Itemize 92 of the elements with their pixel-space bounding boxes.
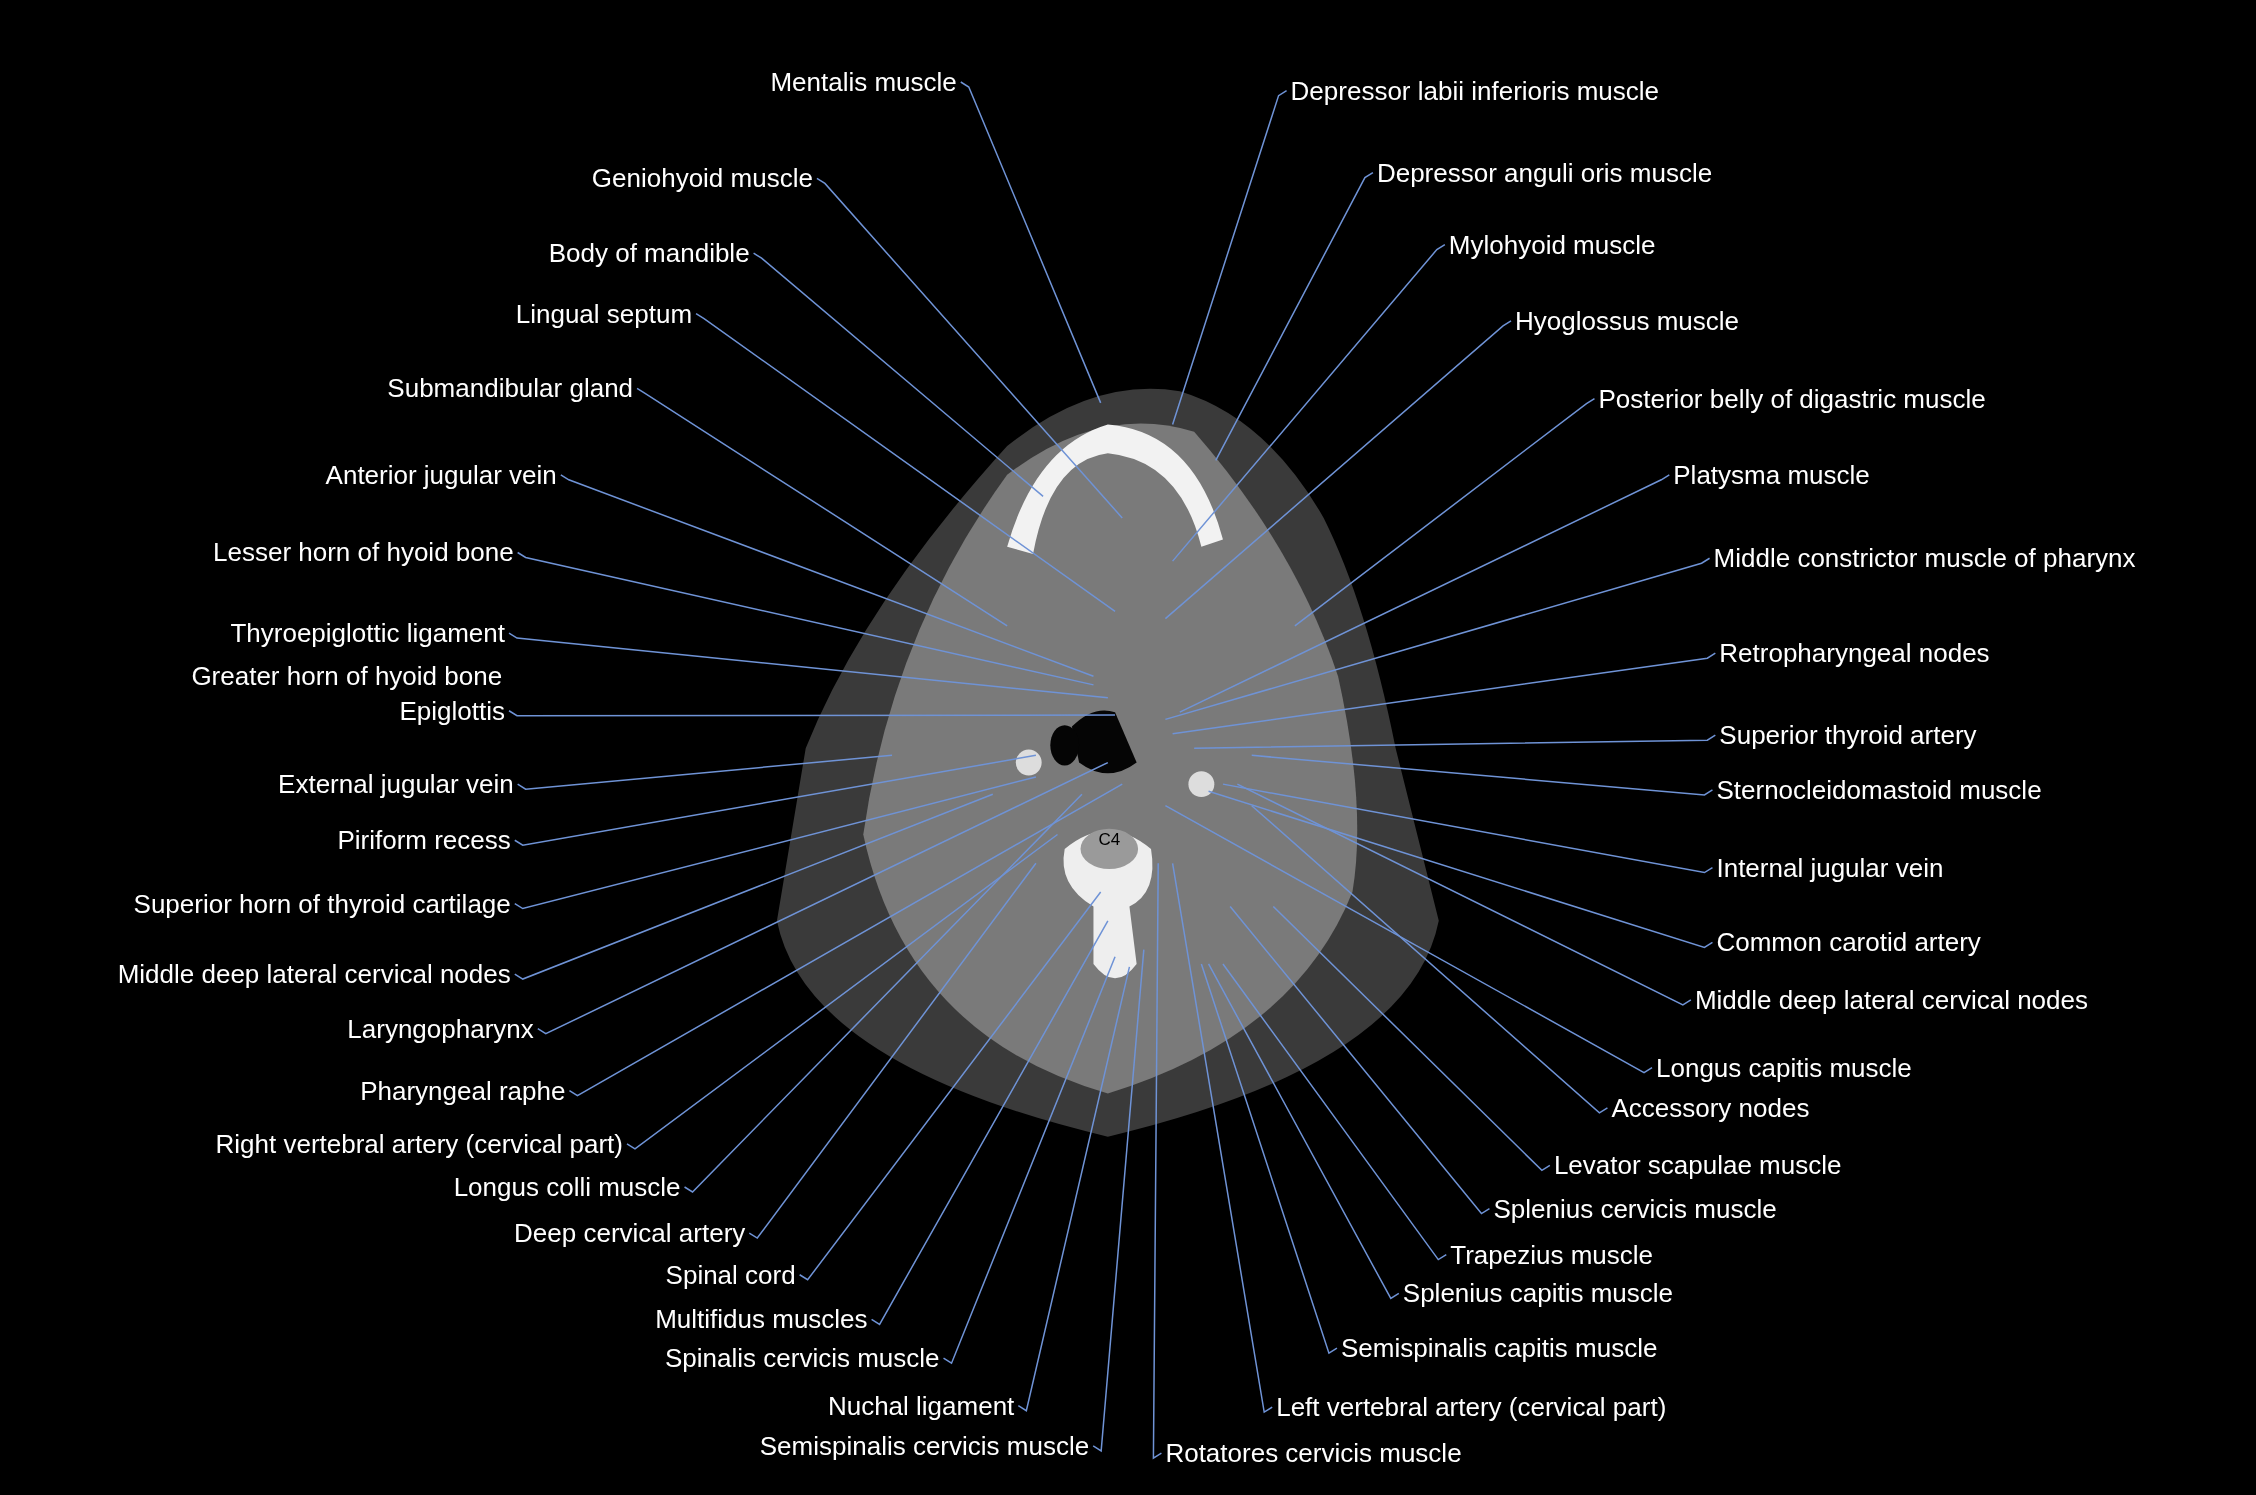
leader-line [1164,320,1512,620]
structure-label: Right vertebral artery (cervical part) [215,1127,623,1160]
leader-line [1164,557,1711,721]
structure-label: Nuchal ligament [827,1389,1015,1422]
structure-label: Semispinalis capitis muscle [1340,1332,1658,1365]
structure-label: Lingual septum [515,297,693,330]
structure-label: Depressor labii inferioris muscle [1290,74,1660,107]
leader-line [1272,905,1551,1172]
leader-line [516,754,893,790]
leader-line [1251,754,1714,796]
structure-label: Left vertebral artery (cervical part) [1276,1391,1667,1424]
leader-line [1152,862,1163,1460]
structure-label: Deep cervical artery [514,1217,746,1249]
leader-line [1171,652,1717,735]
structure-label: Piriform recess [337,824,511,857]
leader-line [1017,966,1131,1412]
structure-label: Retropharyngeal nodes [1719,637,1990,670]
leader-line [508,710,1116,717]
leader-line [508,632,1109,699]
structure-label: Spinal cord [665,1258,796,1291]
structure-label: Superior thyroid artery [1719,719,1977,752]
leader-line [1171,243,1446,562]
structure-label: Accessory nodes [1611,1091,1810,1124]
structure-label: Thyroepiglottic ligament [230,617,505,650]
structure-label: Spinalis cervicis muscle [665,1342,940,1375]
leader-line [1207,790,1714,949]
leader-line [752,252,1044,498]
structure-label: Longus colli muscle [453,1171,681,1203]
leader-line [960,81,1102,404]
leader-line [537,761,1109,1035]
leader-line [560,474,1095,677]
leader-line [1236,783,1692,1006]
structure-label: Body of mandible [548,237,750,270]
structure-label: Middle constrictor muscle of pharynx [1713,542,2136,575]
structure-label: Levator scapulae muscle [1553,1149,1842,1182]
leader-line [1179,474,1671,713]
leader-line [626,833,1059,1150]
structure-label: Pharyngeal raphe [360,1074,566,1107]
leader-line [1207,963,1400,1300]
leader-line [1251,804,1609,1114]
leader-line [1164,804,1653,1074]
structure-label: Middle deep lateral cervical nodes [117,958,511,991]
structure-label: Sternocleidomastoid muscle [1716,773,2042,806]
structure-label: Greater horn of hyoid bone [191,660,503,693]
structure-label: Mentalis muscle [770,66,957,98]
structure-label: Anterior jugular vein [325,458,557,491]
leader-line [1200,963,1338,1355]
leader-line [516,551,1095,686]
structure-label: Splenius capitis muscle [1402,1277,1674,1310]
leader-line [1171,862,1273,1414]
structure-label: Posterior belly of digastric muscle [1598,382,1986,415]
structure-label: Common carotid artery [1716,926,1981,959]
structure-label: Lesser horn of hyoid bone [213,536,514,569]
leader-line [695,312,1116,613]
structure-label: Rotatores cervicis muscle [1165,1437,1462,1470]
leader-line [870,920,1109,1326]
structure-label: Internal jugular vein [1716,851,1944,884]
structure-label: External jugular vein [278,768,514,801]
leader-line [514,793,994,980]
structure-label: Longus capitis muscle [1656,1051,1912,1084]
structure-label: Laryngopharynx [347,1012,534,1045]
leader-line [1193,734,1717,749]
leader-line [748,862,1037,1240]
leader-line [683,793,1083,1193]
leader-line [636,387,1008,627]
leader-line [1215,171,1374,462]
leader-line [1229,905,1491,1215]
structure-label: Depressor anguli oris muscle [1376,156,1713,189]
leader-line [1222,963,1448,1261]
leader-line [942,956,1116,1365]
structure-label: Platysma muscle [1673,458,1870,491]
vertebra-label: C4 [1098,829,1121,852]
structure-label: Epiglottis [399,694,505,727]
leader-line [568,783,1123,1097]
structure-label: Superior horn of thyroid cartilage [133,887,511,920]
structure-label: Semispinalis cervicis muscle [759,1429,1090,1462]
structure-label: Middle deep lateral cervical nodes [1694,983,2088,1016]
leader-line [1171,89,1288,426]
leader-line [514,776,1037,910]
structure-label: Geniohyoid muscle [591,162,813,195]
structure-label: Trapezius muscle [1450,1238,1654,1271]
leader-line [798,891,1102,1281]
leader-line [1294,397,1596,627]
leader-line [1222,783,1714,874]
structure-label: Submandibular gland [387,372,634,405]
leader-line [1092,948,1145,1453]
structure-label: Multifidus muscles [655,1303,868,1336]
leader-line [514,754,1037,847]
structure-label: Splenius cervicis muscle [1493,1192,1777,1225]
structure-label: Mylohyoid muscle [1448,228,1656,261]
structure-label: Hyoglossus muscle [1515,304,1739,337]
leader-line [816,177,1123,519]
